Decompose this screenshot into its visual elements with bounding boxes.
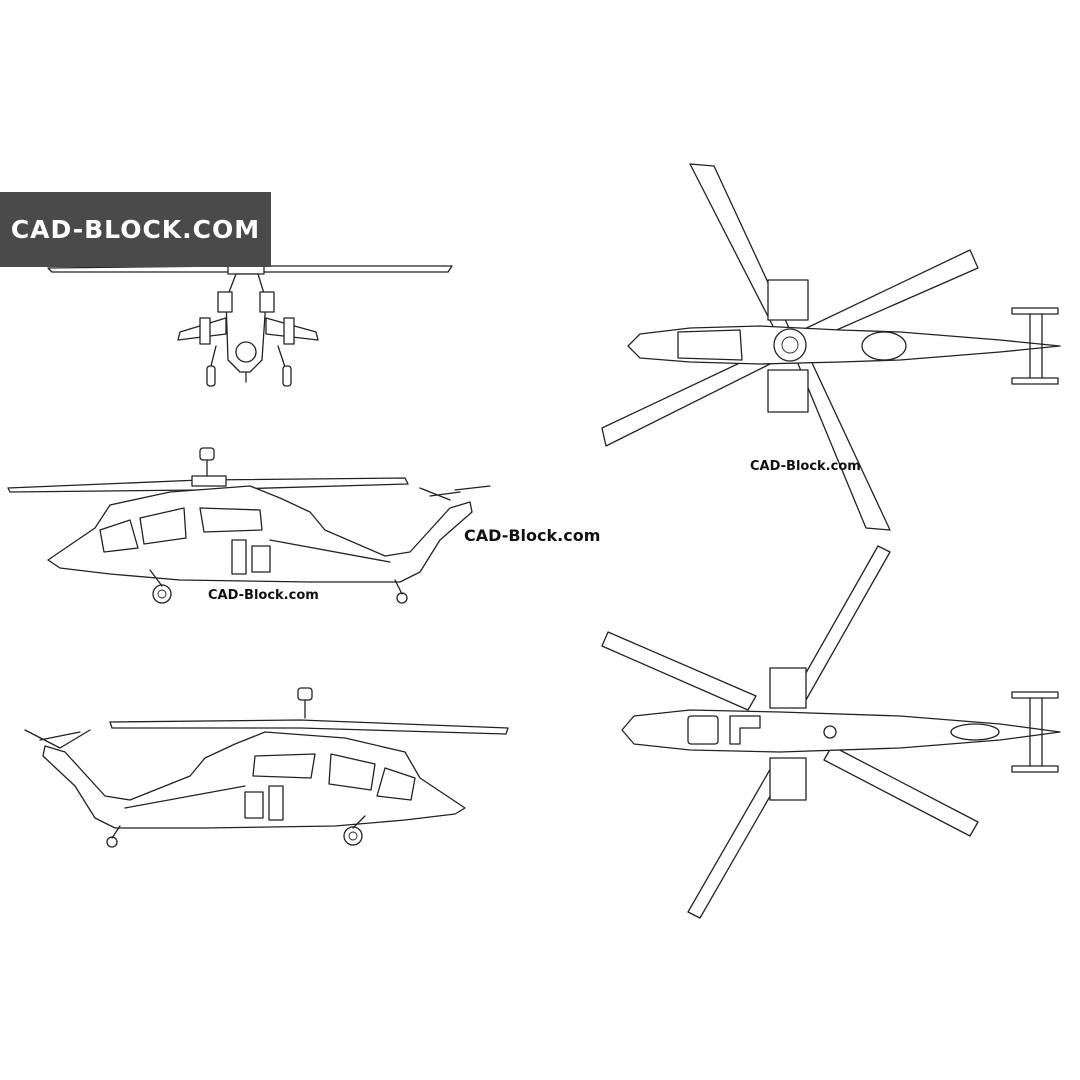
top-view-watermark: CAD-Block.com <box>750 459 861 474</box>
front-view <box>47 261 453 387</box>
top-view <box>601 163 1061 531</box>
side-view-right <box>24 687 509 848</box>
side-view-left <box>7 447 491 604</box>
bottom-view <box>601 545 1061 919</box>
side-view-watermark: CAD-Block.com <box>208 588 319 603</box>
brand-banner: CAD-BLOCK.COM <box>0 192 271 267</box>
tail-watermark: CAD-Block.com <box>464 526 601 545</box>
